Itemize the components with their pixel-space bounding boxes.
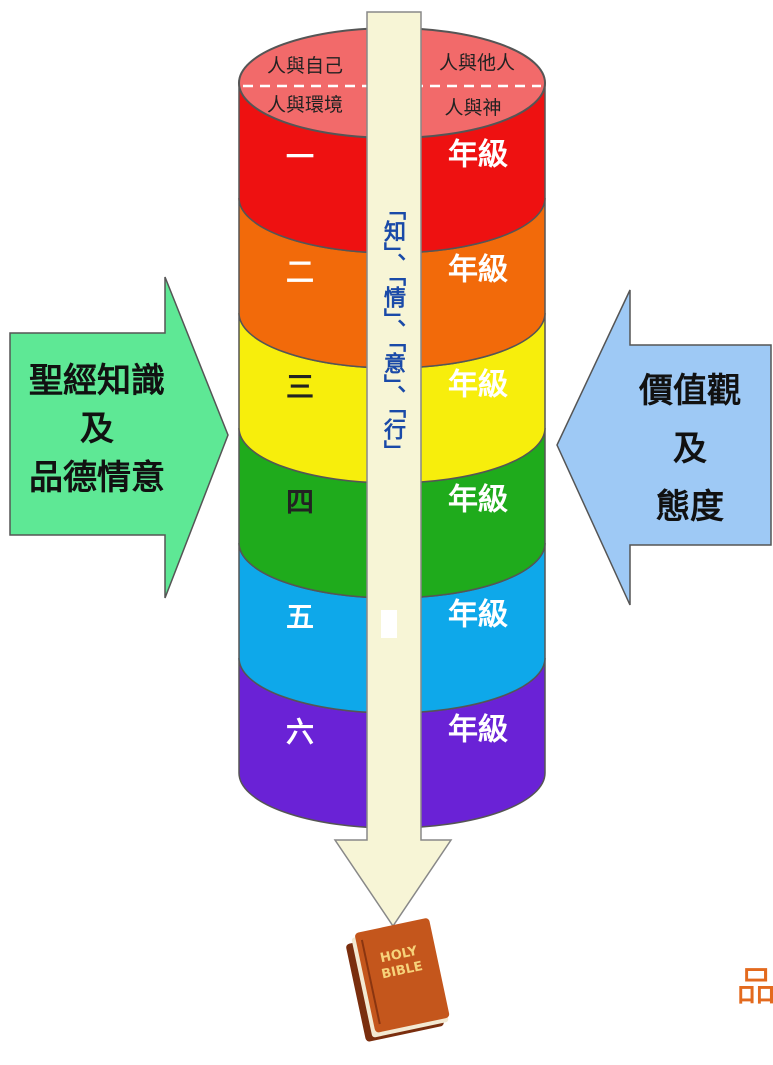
grade-suffix-2: 年級	[448, 252, 508, 287]
grade-number-2: 二	[286, 255, 314, 288]
central-arrow: 「知」、「情」、「意」、「行」	[333, 11, 453, 928]
side-decoration-glyph: 品	[729, 965, 773, 1005]
right-arrow-line-3: 態度	[656, 487, 724, 527]
grade-suffix-1: 年級	[448, 137, 508, 172]
right-arrow-shape	[556, 289, 772, 606]
central-arrow-shape	[333, 11, 453, 928]
grade-number-4: 四	[286, 485, 314, 518]
left-arrow-line-2: 及	[80, 409, 114, 449]
book-cover-line	[360, 939, 381, 1025]
grade-number-1: 一	[286, 140, 314, 173]
quadrant-god: 人與神	[444, 97, 501, 119]
quadrant-environment: 人與環境	[267, 94, 343, 116]
quadrant-self: 人與自己	[267, 55, 343, 77]
arrow-blank-marker	[381, 610, 397, 638]
book-cover	[355, 918, 450, 1033]
quadrant-others: 人與他人	[439, 52, 515, 74]
grade-suffix-5: 年級	[448, 597, 508, 632]
grade-suffix-3: 年級	[448, 367, 508, 402]
left-arrow-line-1: 聖經知識	[29, 361, 165, 401]
grade-number-5: 五	[286, 600, 314, 633]
right-arrow: 價值觀 及 態度	[556, 289, 772, 606]
grade-suffix-6: 年級	[448, 712, 508, 747]
left-arrow-line-3: 品德情意	[29, 458, 165, 498]
grade-number-3: 三	[286, 370, 314, 403]
right-arrow-line-2: 及	[673, 429, 707, 469]
grade-number-6: 六	[286, 715, 314, 748]
left-arrow: 聖經知識 及 品德情意	[9, 276, 229, 599]
grade-suffix-4: 年級	[448, 482, 508, 517]
left-arrow-shape	[9, 276, 229, 599]
bible-book-icon: HOLY BIBLE	[346, 918, 450, 1042]
grade-labels: 六年級五年級四年級三年級二年級一年級	[286, 137, 508, 748]
right-arrow-line-1: 價值觀	[638, 371, 741, 411]
knowledge-emotion-will-action-label: 「知」、「情」、「意」、「行」	[380, 198, 407, 462]
